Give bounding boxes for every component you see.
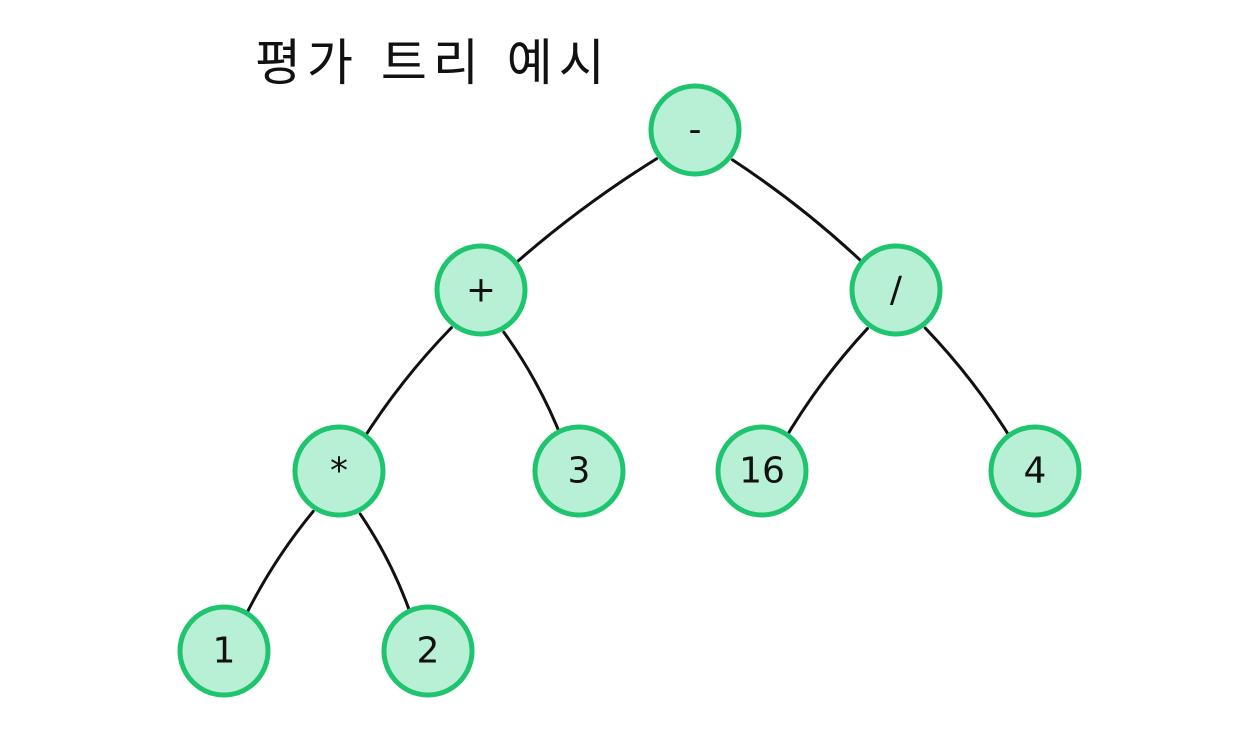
edge-mul-one — [240, 509, 315, 624]
tree-node-two: 2 — [381, 604, 475, 698]
tree-node-mul: * — [292, 424, 386, 518]
node-circle-sixteen — [715, 424, 809, 518]
edge-root-div — [731, 158, 871, 271]
tree-edges — [240, 157, 1016, 624]
tree-nodes: - + / * 3 16 4 1 2 — [177, 83, 1082, 698]
edge-root-plus — [506, 157, 659, 272]
node-label-mul: * — [330, 451, 348, 492]
edge-plus-three — [502, 330, 565, 443]
tree-node-div: / — [849, 243, 943, 337]
node-label-sixteen: 16 — [739, 451, 785, 492]
node-circle-plus — [434, 243, 528, 337]
tree-node-three: 3 — [532, 424, 626, 518]
edge-div-four — [923, 326, 1016, 446]
node-circle-div — [849, 243, 943, 337]
diagram-title: 평가 트리 예시 — [255, 34, 611, 92]
edge-plus-mul — [358, 326, 453, 446]
node-label-root: - — [689, 110, 702, 151]
node-label-four: 4 — [1024, 451, 1047, 492]
tree-node-four: 4 — [988, 424, 1082, 518]
tree-node-plus: + — [434, 243, 528, 337]
node-circle-two — [381, 604, 475, 698]
node-label-one: 1 — [213, 631, 236, 672]
tree-node-sixteen: 16 — [715, 424, 809, 518]
node-circle-three — [532, 424, 626, 518]
tree-node-one: 1 — [177, 604, 271, 698]
tree-node-root: - — [648, 83, 742, 177]
node-label-div: / — [890, 270, 903, 311]
edge-mul-two — [358, 512, 415, 623]
node-circle-four — [988, 424, 1082, 518]
edge-div-sixteen — [780, 327, 869, 446]
node-label-two: 2 — [417, 631, 440, 672]
node-circle-mul — [292, 424, 386, 518]
node-label-three: 3 — [568, 451, 591, 492]
node-circle-root — [648, 83, 742, 177]
node-circle-one — [177, 604, 271, 698]
node-label-plus: + — [466, 270, 496, 311]
